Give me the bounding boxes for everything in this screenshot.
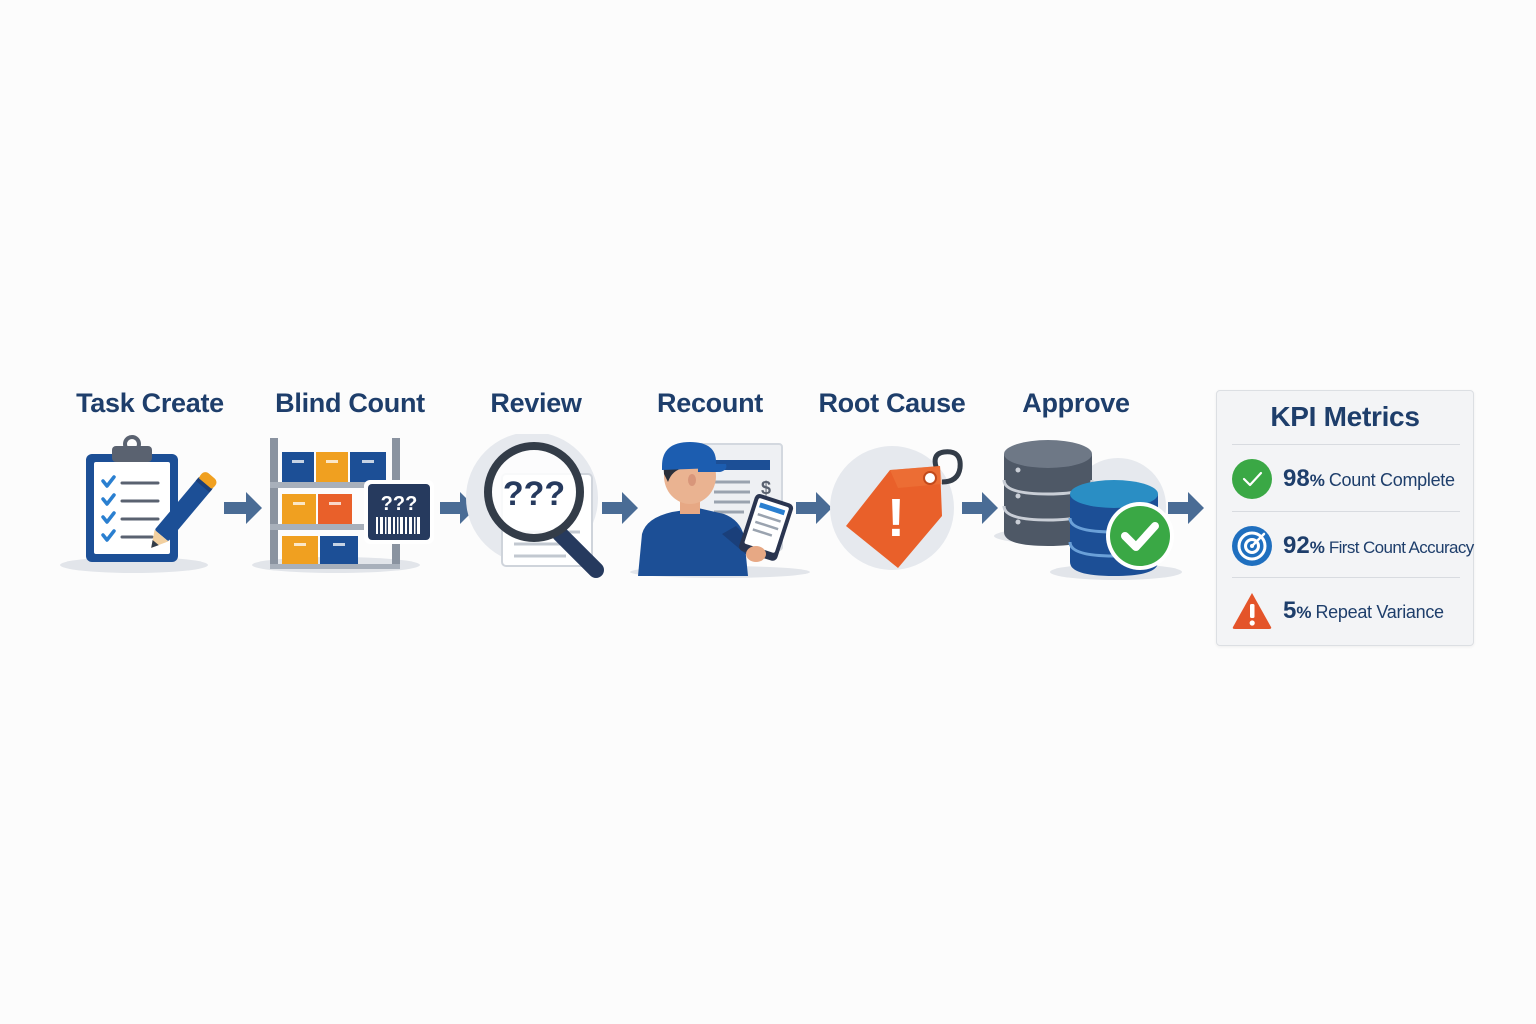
flow-arrow xyxy=(1166,489,1208,527)
kpi-unit: % xyxy=(1309,471,1325,490)
kpi-value: 98 xyxy=(1283,465,1310,492)
warning-triangle-icon xyxy=(1231,590,1273,632)
worker-tablet-icon: $ xyxy=(628,438,812,580)
step-label-task-create: Task Create xyxy=(76,388,224,418)
step-label-recount: Recount xyxy=(657,388,763,418)
flow-arrow xyxy=(600,489,642,527)
blind-count-badge-text: ??? xyxy=(381,493,418,515)
kpi-label: Count Complete xyxy=(1328,470,1455,490)
database-check-icon xyxy=(992,436,1184,582)
target-icon xyxy=(1231,525,1273,567)
kpi-title: KPI Metrics xyxy=(1270,401,1420,432)
recount-sheet-symbol: $ xyxy=(761,478,771,498)
step-label-blind-count: Blind Count xyxy=(275,388,425,418)
kpi-unit: % xyxy=(1296,603,1312,622)
flow-arrow xyxy=(794,489,836,527)
warning-tag-icon: ! xyxy=(826,444,966,574)
clipboard-pencil-icon xyxy=(58,432,218,582)
magnifier-icon: ??? xyxy=(462,434,612,580)
kpi-value: 5 xyxy=(1283,597,1297,624)
kpi-divider xyxy=(1232,511,1460,512)
kpi-row-first-count-accuracy: 92%First Count Accuracy xyxy=(1231,524,1474,568)
kpi-label: First Count Accuracy xyxy=(1328,538,1474,557)
step-label-review: Review xyxy=(490,388,582,418)
review-badge-text: ??? xyxy=(503,475,565,513)
shelf-barcode-icon: ??? xyxy=(250,432,440,577)
flow-arrow xyxy=(960,489,1002,527)
kpi-panel: KPI Metrics 98%Count Complete 92%First C… xyxy=(1216,390,1474,646)
root-cause-badge-text: ! xyxy=(887,488,905,548)
step-label-approve: Approve xyxy=(1022,388,1130,418)
step-label-root-cause: Root Cause xyxy=(818,388,966,418)
kpi-row-repeat-variance: 5%Repeat Variance xyxy=(1231,589,1471,633)
kpi-divider xyxy=(1232,577,1460,578)
kpi-label: Repeat Variance xyxy=(1315,602,1444,622)
kpi-divider xyxy=(1232,444,1460,445)
kpi-unit: % xyxy=(1309,538,1325,557)
check-circle-icon xyxy=(1231,458,1273,500)
kpi-value: 92 xyxy=(1283,532,1310,559)
flow-arrow xyxy=(222,489,264,527)
kpi-row-count-complete: 98%Count Complete xyxy=(1231,457,1471,501)
